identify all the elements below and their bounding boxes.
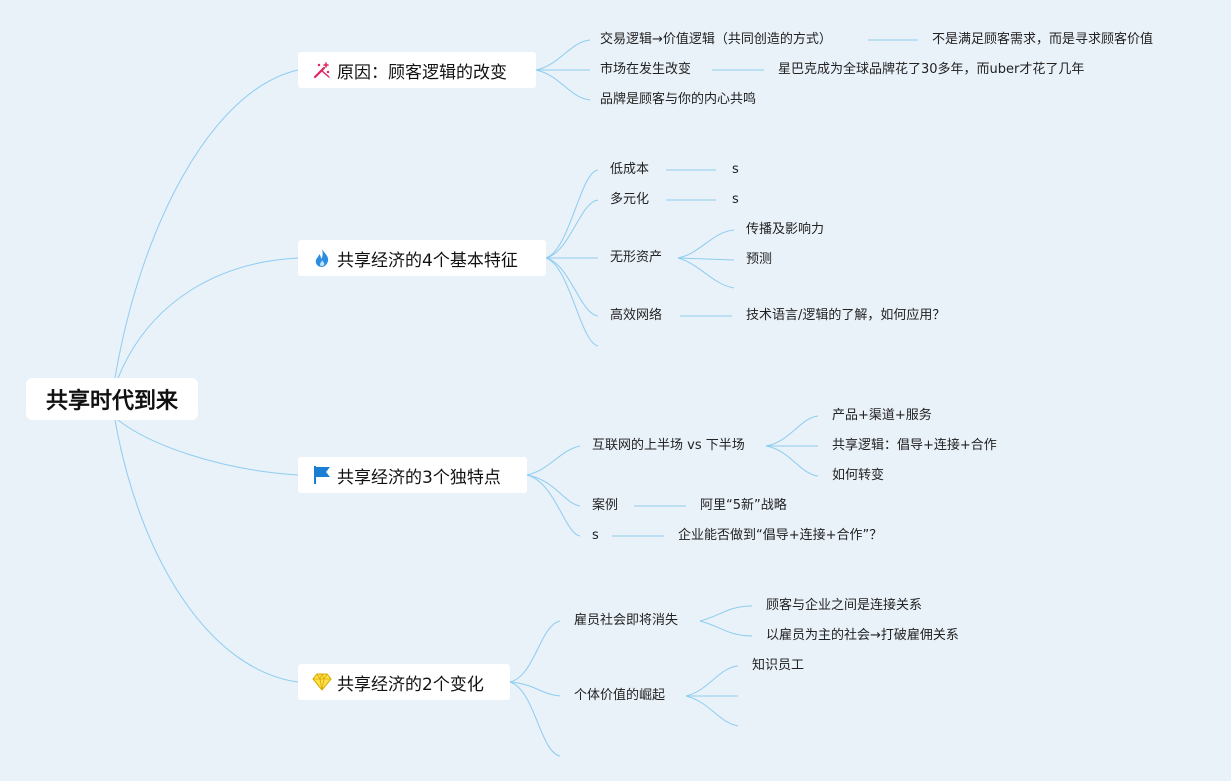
branch-reason[interactable]: 原因：顾客逻辑的改变 [298,52,536,88]
item-low-cost[interactable]: 低成本 [610,162,650,177]
diamond-icon [312,672,332,692]
root-topic[interactable]: 共享时代到来 [26,378,198,420]
item-s[interactable]: s [592,528,599,543]
branch-label: 原因：顾客逻辑的改变 [337,62,507,83]
item-market-change[interactable]: 市场在发生改变 [600,62,692,77]
flag-icon [312,465,332,485]
item-employee-society[interactable]: 雇员社会即将消失 [574,613,679,628]
item-starbucks-uber[interactable]: 星巴克成为全球品牌花了30多年，而uber才花了几年 [778,62,1085,77]
item-break-employment[interactable]: 以雇员为主的社会→打破雇佣关系 [766,628,959,643]
item-tech-language[interactable]: 技术语言/逻辑的了解，如何应用？ [746,308,946,323]
item-product-channel-service[interactable]: 产品+渠道+服务 [832,408,932,423]
item-case[interactable]: 案例 [592,498,619,513]
item-knowledge-worker[interactable]: 知识员工 [752,658,805,673]
item-how-transform[interactable]: 如何转变 [832,468,885,483]
sparkle-wand-icon [312,60,332,80]
branch-three-uniques[interactable]: 共享经济的3个独特点 [298,457,527,493]
item-efficient-network[interactable]: 高效网络 [610,308,663,323]
item-customer-enterprise[interactable]: 顾客与企业之间是连接关系 [766,598,923,613]
item-intangible-assets[interactable]: 无形资产 [610,250,663,265]
item-individual-value[interactable]: 个体价值的崛起 [574,688,666,703]
item-influence[interactable]: 传播及影响力 [746,222,825,237]
item-can-enterprise[interactable]: 企业能否做到“倡导+连接+合作”？ [678,528,883,543]
item-forecast[interactable]: 预测 [746,252,773,267]
fire-icon [312,248,332,268]
item-brand-resonance[interactable]: 品牌是顾客与你的内心共鸣 [600,92,757,107]
item-internet-halves[interactable]: 互联网的上半场 vs 下半场 [592,438,745,453]
item-transaction-logic[interactable]: 交易逻辑→价值逻辑（共同创造的方式） [600,32,832,47]
item-seek-value[interactable]: 不是满足顾客需求，而是寻求顾客价值 [932,32,1154,47]
item-low-cost-child[interactable]: s [732,162,739,177]
item-sharing-logic[interactable]: 共享逻辑：倡导+连接+合作 [832,438,997,453]
branch-label: 共享经济的4个基本特征 [337,250,518,271]
branch-label: 共享经济的3个独特点 [337,467,501,488]
branch-label: 共享经济的2个变化 [337,674,484,695]
branch-four-features[interactable]: 共享经济的4个基本特征 [298,240,546,276]
item-alibaba-strategy[interactable]: 阿里“5新”战略 [700,498,787,513]
item-diversified-child[interactable]: s [732,192,739,207]
branch-two-changes[interactable]: 共享经济的2个变化 [298,664,510,700]
item-diversified[interactable]: 多元化 [610,192,650,207]
